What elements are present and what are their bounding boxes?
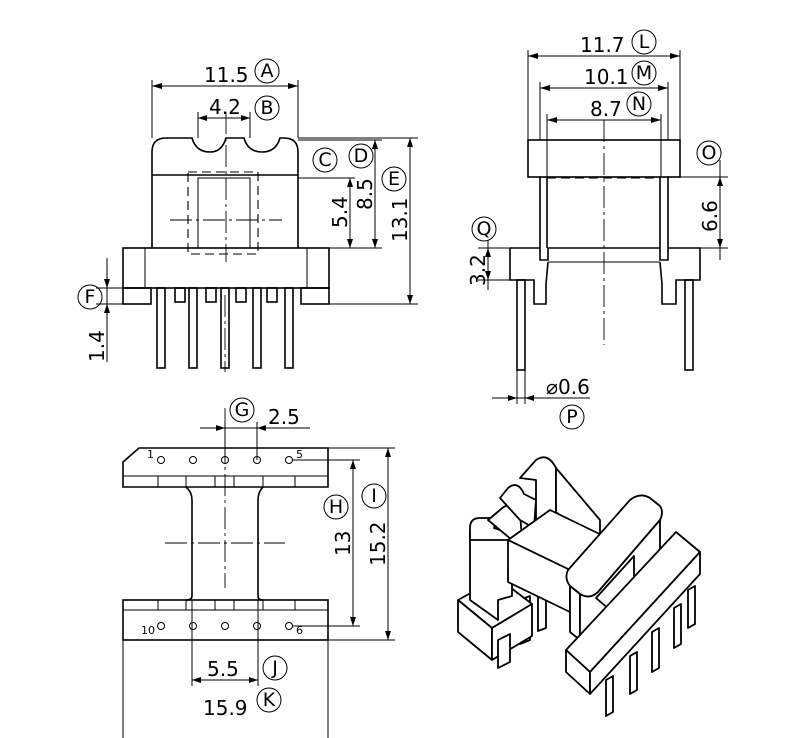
dim-q-value: 3.2 (466, 254, 490, 286)
dim-p-value: ⌀0.6 (546, 375, 590, 399)
dim-g-value: 2.5 (268, 405, 300, 429)
callout-f: F (77, 284, 103, 310)
top-view: 1 5 10 6 (122, 408, 329, 641)
dim-k-value: 15.9 (203, 696, 248, 720)
callout-l: L (631, 29, 657, 55)
dim-d-value: 8.5 (353, 178, 377, 210)
callout-j: J (262, 655, 288, 681)
dim-j-value: 5.5 (207, 657, 239, 681)
dim-n-value: 8.7 (590, 97, 622, 121)
callout-o: O (696, 140, 722, 166)
svg-text:F: F (85, 286, 96, 308)
dim-i-value: 15.2 (366, 521, 390, 566)
callout-m: M (631, 60, 657, 86)
svg-text:J: J (271, 657, 278, 679)
front-view-dimensions: 11.5 A 4.2 B C D E 5.4 8.5 13.1 (77, 58, 418, 362)
dim-e-value: 13.1 (388, 197, 412, 242)
callout-q: Q (471, 216, 497, 242)
svg-text:O: O (702, 142, 717, 164)
callout-d: D (348, 143, 374, 169)
dim-slot-value: 5.4 (328, 196, 352, 228)
dim-b-value: 4.2 (209, 95, 241, 119)
svg-text:G: G (235, 399, 250, 421)
dim-m-value: 10.1 (584, 65, 629, 89)
svg-text:H: H (329, 496, 343, 518)
svg-text:I: I (371, 485, 377, 507)
top-view-dimensions: 2.5 G 13 H 15.2 I 5.5 J 15.9 K (122, 397, 395, 738)
callout-i: I (361, 483, 387, 509)
pin-label-6: 6 (296, 624, 303, 637)
svg-text:Q: Q (477, 218, 492, 240)
svg-text:C: C (318, 149, 331, 171)
dim-o-value: 6.6 (698, 200, 722, 232)
callout-p: P (559, 404, 585, 430)
svg-text:P: P (566, 406, 577, 428)
side-view-dimensions: 11.7 L 10.1 M 8.7 N 6.6 O 3.2 Q (466, 29, 728, 430)
callout-g: G (229, 397, 255, 423)
svg-text:L: L (639, 31, 650, 53)
callout-h: H (323, 494, 349, 520)
dim-a-value: 11.5 (204, 63, 249, 87)
callout-b: B (254, 95, 280, 121)
svg-text:N: N (632, 93, 646, 115)
dim-f-value: 1.4 (85, 330, 109, 362)
callout-c: C (312, 147, 338, 173)
svg-text:M: M (636, 62, 652, 84)
svg-text:A: A (261, 60, 274, 82)
side-view (509, 120, 701, 371)
callout-n: N (626, 91, 652, 117)
svg-text:E: E (388, 168, 400, 190)
callout-k: K (256, 687, 282, 713)
pin-label-10: 10 (141, 624, 155, 637)
pin-label-1: 1 (147, 448, 154, 461)
front-view (122, 112, 330, 372)
svg-text:B: B (260, 97, 273, 119)
svg-text:D: D (354, 145, 369, 167)
dim-h-value: 13 (331, 531, 355, 556)
callout-e: E (381, 166, 407, 192)
callout-a: A (254, 58, 280, 84)
svg-text:K: K (263, 689, 276, 711)
dim-l-value: 11.7 (580, 33, 625, 57)
isometric-view (457, 456, 701, 717)
pin-label-5: 5 (296, 448, 303, 461)
